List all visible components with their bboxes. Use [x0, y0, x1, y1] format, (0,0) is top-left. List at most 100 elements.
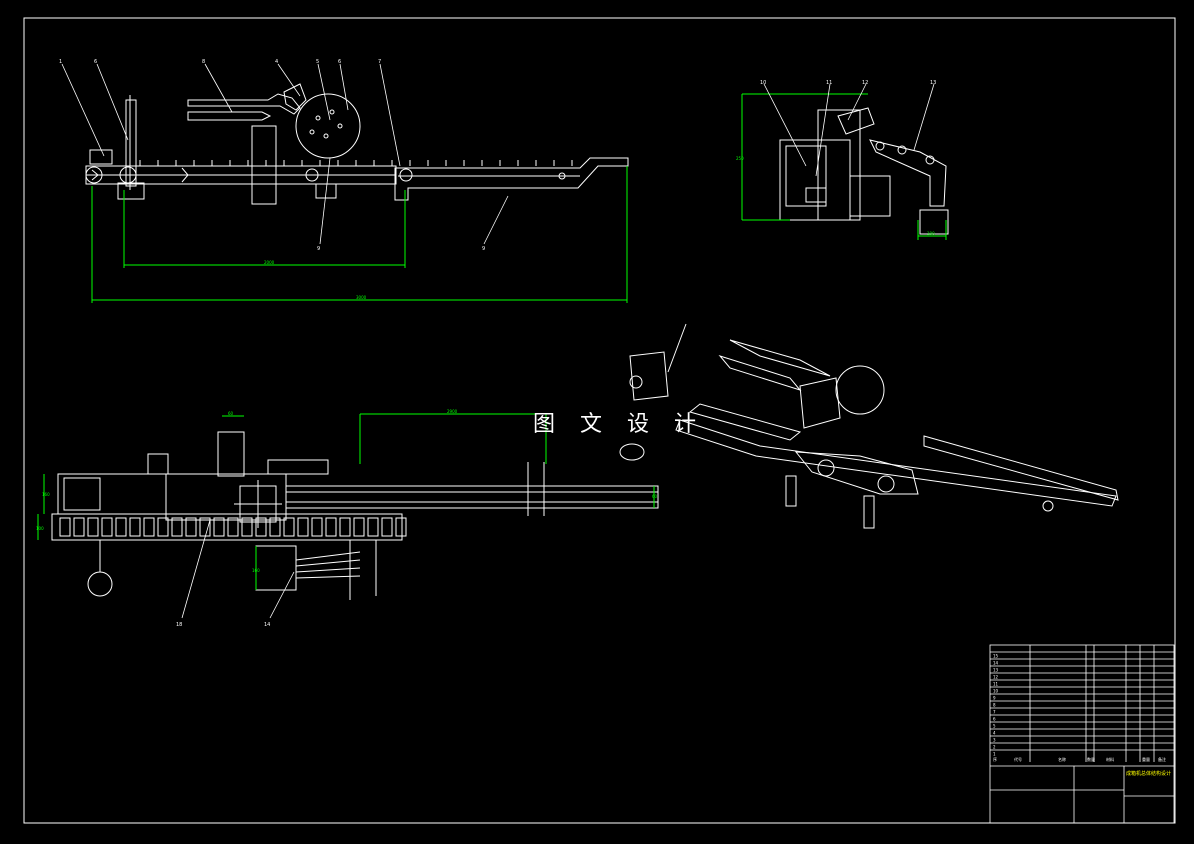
chain-link: [395, 517, 407, 537]
bom-row-number: 9: [993, 696, 996, 701]
chain-link: [269, 517, 281, 537]
leader-label: 11: [826, 80, 832, 86]
iso-upper-rail-2: [718, 355, 802, 391]
leader-label: 1: [59, 59, 62, 65]
iso-roller: [817, 459, 835, 477]
bom-row-number: 5: [993, 724, 996, 729]
side-box: [785, 145, 827, 207]
header-cell: 数量: [1087, 756, 1095, 762]
wheel-hole: [323, 133, 329, 139]
chain-link: [115, 517, 127, 537]
pivot-roller: [399, 168, 413, 182]
front-view: [85, 83, 629, 205]
chain-link: [353, 517, 365, 537]
chain-link: [129, 517, 141, 537]
plan-view: [51, 431, 659, 600]
side-drive: [849, 175, 891, 217]
wheel-hole: [337, 123, 343, 129]
watermark-text: 图 文 设 计: [533, 412, 705, 437]
bom-row-number: 4: [993, 731, 996, 736]
side-column: [817, 109, 861, 221]
iso-roller: [629, 375, 643, 389]
dimension-250: 250: [736, 156, 744, 161]
iso-upper-rail: [729, 339, 831, 377]
dimension-3000: 3000: [356, 295, 367, 300]
iso-long-conveyor: [675, 419, 1117, 507]
header-cell: 名称: [1058, 756, 1066, 762]
leader-label: 4: [275, 59, 278, 65]
dimension-100: 100: [927, 231, 935, 236]
gripper-head: [283, 83, 307, 111]
chain-link: [213, 517, 225, 537]
plan-wheel: [87, 571, 113, 597]
chain-link: [297, 517, 309, 537]
rotary-wheel: [295, 93, 361, 159]
chain-link: [255, 517, 267, 537]
header-cell: 材料: [1106, 756, 1114, 762]
chain-link: [367, 517, 379, 537]
chain-link: [241, 517, 253, 537]
leader-label: 9: [482, 246, 485, 252]
chain-link: [157, 517, 169, 537]
plan-cables: [295, 551, 361, 579]
chain-link: [59, 517, 71, 537]
iso-column: [799, 377, 841, 429]
pivot-roller: [305, 168, 319, 182]
plan-view-dimensions: [37, 413, 655, 590]
bom-row-number: 2: [993, 745, 996, 750]
plan-view-leaders: [181, 519, 295, 619]
conveyor-teeth: [139, 160, 573, 166]
bom-row-number: 8: [993, 703, 996, 708]
front-view-leader-labels: 1 6 8 4 5 6 7 9 9: [59, 59, 485, 252]
bom-row-number: 11: [993, 682, 999, 687]
side-arm: [869, 139, 947, 207]
header-cell: 备注: [1158, 756, 1166, 762]
leader-label: 18: [176, 622, 182, 628]
leader-label: 14: [264, 622, 270, 628]
plan-column: [217, 431, 245, 477]
dimension-160: 160: [42, 492, 50, 497]
leader-label: 6: [94, 59, 97, 65]
chain-link: [185, 517, 197, 537]
plan-small-box: [147, 453, 169, 475]
left-roller: [85, 166, 103, 184]
bom-row-number: 1: [993, 752, 996, 757]
dimension-100: 100: [36, 526, 44, 531]
iso-chain: [688, 403, 802, 441]
chain-link: [227, 517, 239, 537]
iso-roller: [1042, 500, 1054, 512]
plan-top-rail: [267, 459, 329, 475]
chain-link: [381, 517, 393, 537]
discharge-conveyor: [394, 157, 629, 201]
header-cell: 重量: [1142, 756, 1150, 762]
side-view: [779, 107, 949, 235]
gear-box: [117, 182, 145, 200]
wheel-hole: [329, 109, 335, 115]
header-cell: 代号: [1014, 756, 1022, 762]
chain-link: [143, 517, 155, 537]
bom-row-number: 3: [993, 738, 996, 743]
bom-row-number: 15: [993, 654, 999, 659]
bom-row-number: 12: [993, 675, 999, 680]
front-view-leaders: [61, 63, 509, 245]
vertical-post: [125, 99, 137, 187]
chain-link: [101, 517, 113, 537]
title-block-header: 序 代号 名称 数量 材料 重量 备注: [993, 756, 1166, 762]
isometric-view: [619, 323, 1119, 529]
bom-row-number: 14: [993, 661, 999, 666]
leader-label: 5: [316, 59, 319, 65]
leader-label: 7: [378, 59, 381, 65]
arm-pin: [875, 141, 885, 151]
drawing-title: 成箱机总体结构设计: [1126, 770, 1171, 777]
iso-wheel: [835, 365, 885, 415]
side-base: [919, 209, 949, 235]
iso-spool: [619, 443, 645, 461]
motor-box: [89, 149, 113, 165]
chain-link: [199, 517, 211, 537]
dimension-160: 160: [252, 568, 260, 573]
chain-links: [59, 517, 407, 537]
dimension-2900: 2900: [447, 409, 458, 414]
chain-link: [339, 517, 351, 537]
